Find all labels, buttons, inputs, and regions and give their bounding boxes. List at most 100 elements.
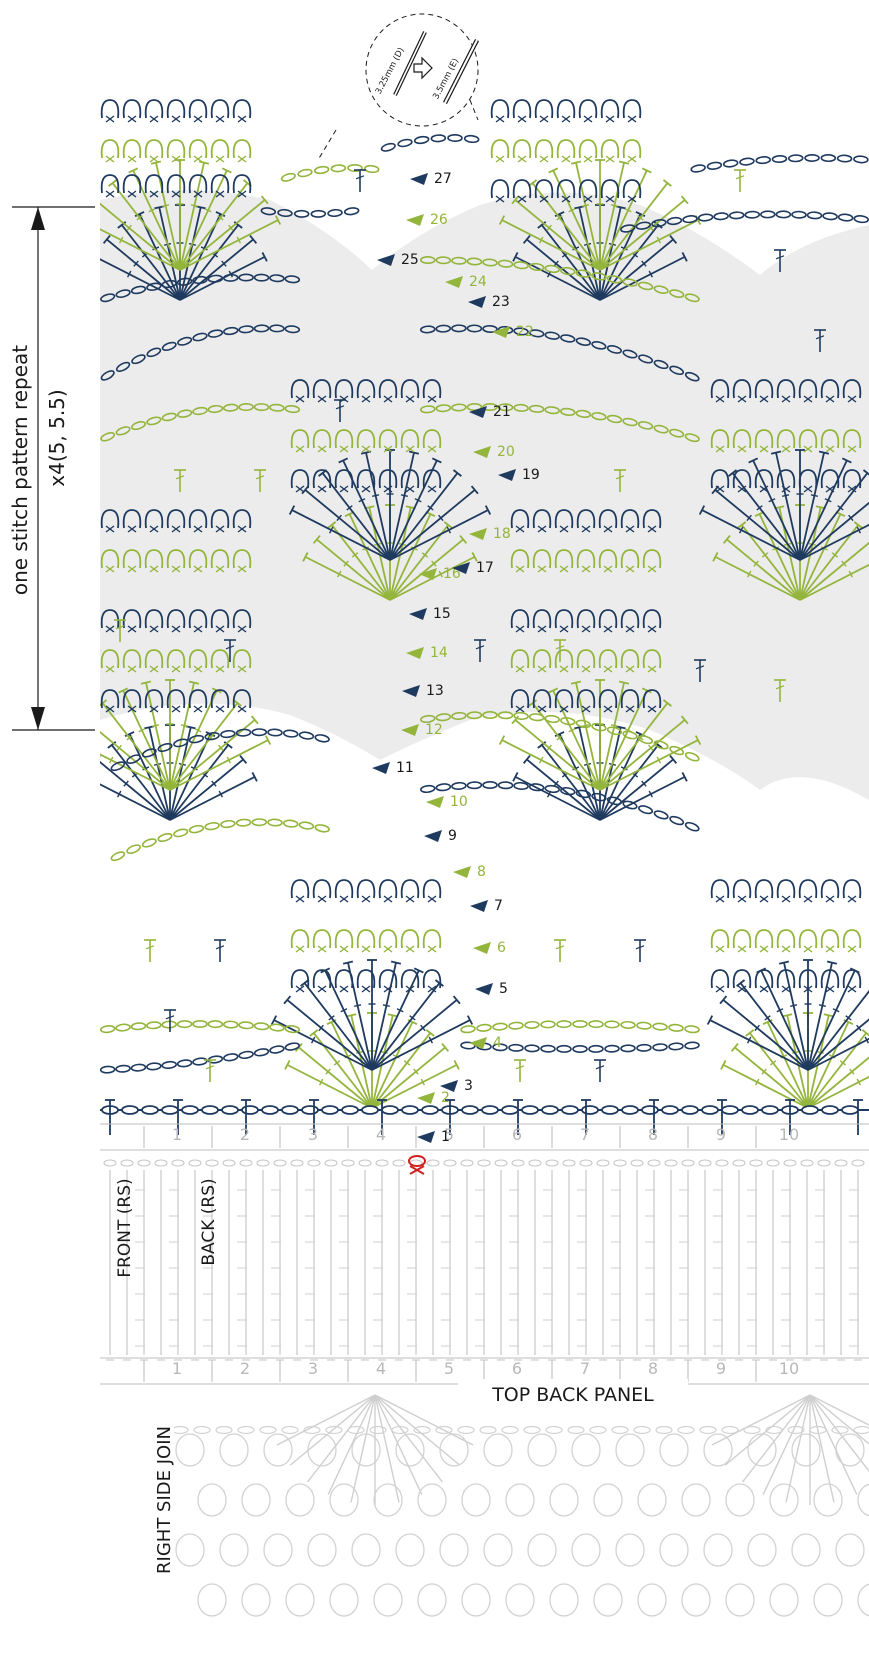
foundation-chain-stitch xyxy=(261,1105,279,1115)
foundation-chain-stitch xyxy=(661,1105,679,1115)
dc-stitch xyxy=(594,1059,606,1082)
row-arrow-icon xyxy=(473,446,491,458)
foundation-chain-stitch xyxy=(561,1105,579,1115)
loop-cluster xyxy=(100,609,252,633)
foundation-chain-stitch xyxy=(221,1105,239,1115)
row-arrow-icon xyxy=(452,562,470,574)
loop-cluster xyxy=(710,969,862,993)
column-number: 7 xyxy=(580,1359,590,1378)
row-number: 14 xyxy=(430,645,448,661)
row-arrow-icon xyxy=(417,1131,435,1143)
chain-arc xyxy=(690,153,869,173)
foundation-chain-stitch xyxy=(801,1105,819,1115)
row-arrow-icon xyxy=(475,983,493,995)
column-number: 2 xyxy=(240,1359,250,1378)
row-arrow-icon xyxy=(473,942,491,954)
top-back-panel-chart xyxy=(171,1394,869,1617)
column-number: 5 xyxy=(444,1125,454,1144)
column-number: 8 xyxy=(648,1359,658,1378)
column-number: 9 xyxy=(716,1359,726,1378)
foundation-chain-stitch xyxy=(241,1105,259,1115)
repeat-bracket: one stitch pattern repeat x4(5, 5.5) xyxy=(8,206,95,731)
column-number: 4 xyxy=(376,1359,386,1378)
fan-stitch xyxy=(720,1012,869,1109)
row-arrow-icon xyxy=(419,568,437,580)
row-number: 6 xyxy=(497,940,506,956)
loop-cluster xyxy=(100,689,252,713)
fan-stitch xyxy=(288,449,492,561)
column-number: 4 xyxy=(376,1125,386,1144)
dc-stitch xyxy=(214,939,226,962)
chain-arc xyxy=(100,273,301,303)
row-number: 19 xyxy=(522,467,540,483)
row-number: 18 xyxy=(493,526,511,542)
chain-arc xyxy=(280,163,380,182)
loop-cluster xyxy=(710,429,862,453)
row-arrow-icon xyxy=(469,406,487,418)
column-number: 6 xyxy=(512,1125,522,1144)
column-number: 10 xyxy=(779,1359,799,1378)
loop-cluster xyxy=(510,649,662,673)
row-number: 27 xyxy=(434,171,452,187)
column-number: 1 xyxy=(172,1125,182,1144)
chain-arc xyxy=(620,210,869,233)
foundation-chain-stitch xyxy=(481,1105,499,1115)
column-number: 5 xyxy=(444,1359,454,1378)
fan-stitch xyxy=(512,204,688,301)
loop-cluster xyxy=(490,179,642,203)
row-number: 15 xyxy=(433,606,451,622)
loop-cluster xyxy=(290,469,442,493)
loop-cluster xyxy=(100,549,252,573)
dc-stitch xyxy=(554,939,566,962)
row-number: 1 xyxy=(441,1129,450,1145)
row-arrow-icon xyxy=(424,830,442,842)
loop-cluster xyxy=(290,969,442,993)
dc-stitch xyxy=(144,939,156,962)
row-arrow-icon xyxy=(440,1080,458,1092)
row-number: 13 xyxy=(426,683,444,699)
loop-cluster xyxy=(710,379,862,403)
dc-stitch xyxy=(164,1009,176,1032)
loop-cluster xyxy=(290,379,442,403)
row-number: 7 xyxy=(494,898,503,914)
top-back-panel-label: TOP BACK PANEL xyxy=(491,1384,654,1406)
loop-cluster xyxy=(510,689,662,713)
row-arrow-icon xyxy=(377,254,395,266)
row-arrow-icon xyxy=(498,469,516,481)
back-label: BACK (RS) xyxy=(199,1178,219,1265)
foundation-chain-stitch xyxy=(741,1105,759,1115)
row-arrow-icon xyxy=(401,724,419,736)
loop-cluster xyxy=(100,99,252,123)
column-number: 3 xyxy=(308,1125,318,1144)
dc-stitch xyxy=(334,399,346,422)
fan-stitch xyxy=(270,959,474,1071)
chain-arc xyxy=(260,207,360,218)
row-arrow-icon xyxy=(417,1092,435,1104)
dc-stitch xyxy=(634,939,646,962)
grey-post-section xyxy=(103,1159,865,1361)
chain-arc xyxy=(460,1019,700,1034)
column-number: 2 xyxy=(240,1125,250,1144)
foundation-chain-stitch xyxy=(641,1105,659,1115)
row-arrow-icon xyxy=(470,900,488,912)
loop-cluster xyxy=(490,139,642,163)
row-arrow-icon xyxy=(409,608,427,620)
foundation-chain-stitch xyxy=(501,1105,519,1115)
start-marker xyxy=(408,1155,426,1175)
dc-stitch xyxy=(514,1059,526,1082)
loop-cluster xyxy=(510,549,662,573)
row-number: 26 xyxy=(430,212,448,228)
foundation-chain-stitch xyxy=(201,1105,219,1115)
row-number: 21 xyxy=(493,404,511,420)
chain-arc xyxy=(100,1019,301,1034)
foundation-chain-stitch xyxy=(121,1105,139,1115)
row-arrow-icon xyxy=(469,1037,487,1049)
chain-arc xyxy=(110,728,330,772)
column-number: 1 xyxy=(172,1359,182,1378)
loop-cluster xyxy=(510,509,662,533)
loop-cluster xyxy=(100,139,252,163)
foundation-chain-stitch xyxy=(461,1105,479,1115)
row-number: 5 xyxy=(499,981,508,997)
row-number: 3 xyxy=(464,1078,473,1094)
